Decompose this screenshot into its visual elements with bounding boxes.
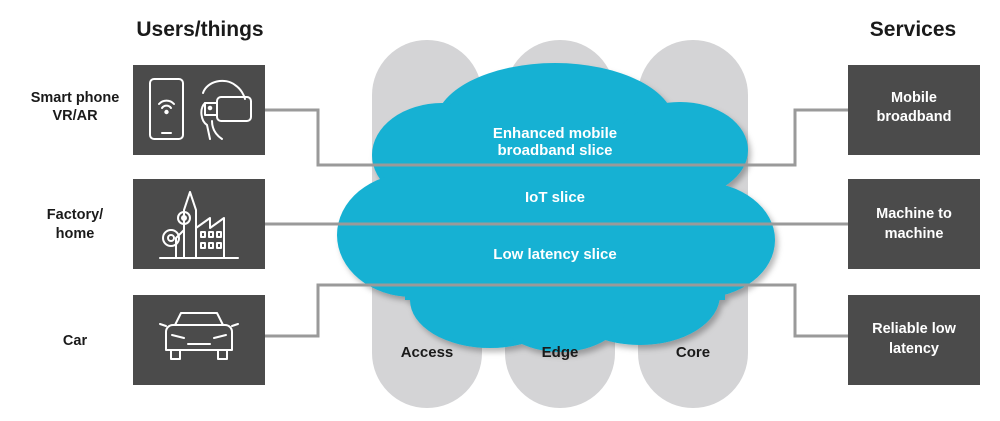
device-label-factory-line1: Factory/ bbox=[47, 207, 103, 223]
slice-label-iot: IoT slice bbox=[525, 189, 585, 206]
device-label-smartphone-line2: VR/AR bbox=[52, 108, 98, 124]
slice-labels: Enhanced mobile broadband slice IoT slic… bbox=[493, 125, 617, 263]
service-label-m2m-line1: Machine to bbox=[876, 206, 952, 222]
smartphone-icon bbox=[149, 78, 184, 140]
column-label-edge: Edge bbox=[542, 344, 579, 361]
device-box-smartphone bbox=[133, 65, 265, 155]
network-cloud bbox=[337, 63, 775, 352]
connector-smartphone-to-broadband bbox=[265, 108, 848, 167]
connector-lines bbox=[265, 108, 848, 338]
factory-icon bbox=[159, 191, 239, 259]
services-heading: Services bbox=[870, 18, 956, 41]
service-label-low-latency-line1: Reliable low bbox=[872, 321, 957, 337]
service-label-mobile-broadband-line2: broadband bbox=[877, 109, 952, 125]
service-label-mobile-broadband-line1: Mobile bbox=[891, 90, 937, 106]
connector-car-to-low-latency bbox=[265, 283, 848, 338]
device-label-car: Car bbox=[63, 333, 88, 349]
service-label-m2m-line2: machine bbox=[885, 226, 944, 242]
users-things-heading: Users/things bbox=[136, 18, 263, 41]
device-box-factory bbox=[133, 179, 265, 269]
column-label-access: Access bbox=[401, 344, 454, 361]
column-label-core: Core bbox=[676, 344, 710, 361]
service-label-low-latency-line2: latency bbox=[889, 341, 939, 357]
vr-headset-icon bbox=[200, 79, 252, 140]
service-box-reliable-low-latency: Reliable low latency bbox=[848, 295, 980, 385]
slice-label-embb-line2: broadband slice bbox=[497, 142, 612, 159]
slice-label-low-latency: Low latency slice bbox=[493, 246, 616, 263]
device-labels: Smart phone VR/AR Factory/ home Car bbox=[31, 90, 120, 349]
service-box-mobile-broadband: Mobile broadband bbox=[848, 65, 980, 155]
device-label-smartphone-line1: Smart phone bbox=[31, 90, 120, 106]
device-label-factory-line2: home bbox=[56, 226, 95, 242]
column-labels: Access Edge Core bbox=[401, 344, 710, 361]
slice-label-embb-line1: Enhanced mobile bbox=[493, 125, 617, 142]
car-icon bbox=[159, 312, 239, 360]
service-box-machine-to-machine: Machine to machine bbox=[848, 179, 980, 269]
device-box-car bbox=[133, 295, 265, 385]
